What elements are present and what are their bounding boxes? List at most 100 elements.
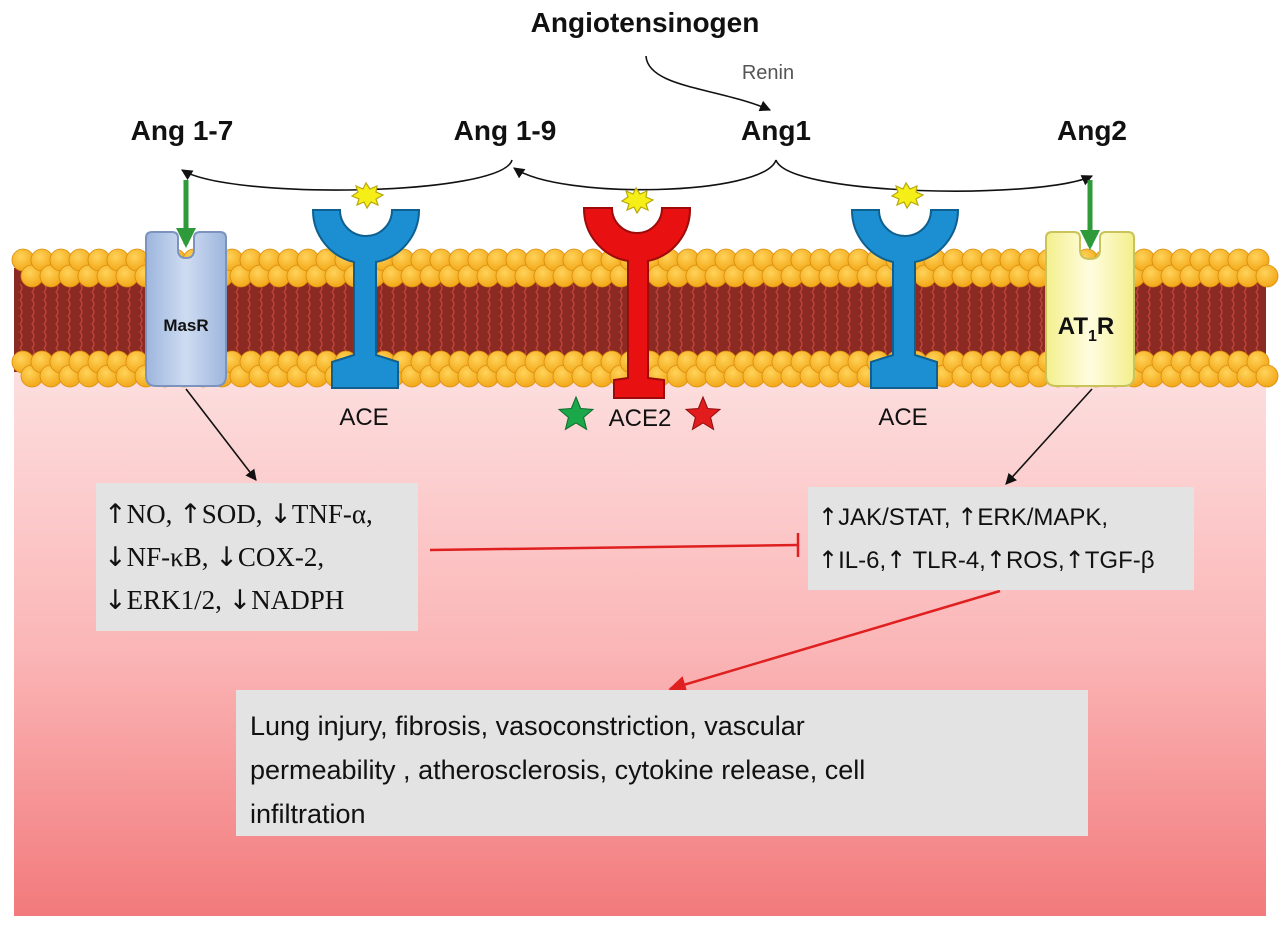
lipid-tail — [55, 283, 59, 357]
outcome-box: Lung injury, fibrosis, vasoconstriction,… — [236, 690, 1088, 836]
lipid-tail — [463, 283, 467, 357]
angiotensinogen-label: Angiotensinogen — [531, 7, 760, 38]
lipid-tail — [667, 283, 671, 357]
up-arrow-icon: ↑ — [1064, 546, 1085, 574]
down-arrow-icon: ↓ — [104, 542, 127, 573]
lipid-tail — [799, 283, 803, 357]
lipid-tail — [379, 283, 383, 357]
lipid-tail — [1135, 283, 1139, 357]
lipid-tail — [451, 283, 455, 357]
lipid-tail — [487, 283, 491, 357]
ace-left-label: ACE — [339, 404, 388, 431]
ace-right-enzyme: ACE — [850, 209, 960, 431]
lipid-tail — [475, 283, 479, 357]
masr-effect-item: COX-2, — [237, 542, 325, 572]
lipid-tail — [1027, 283, 1031, 357]
ang1-to-ang2-arrow — [775, 159, 1094, 192]
lipid-tail — [547, 283, 551, 357]
lipid-tail — [655, 283, 659, 357]
lipid-tail — [139, 283, 143, 357]
ang19-to-ang17-arrow — [181, 159, 513, 191]
lipid-tail — [691, 283, 695, 357]
masr-effect-line: ↓ERK1/2, ↓NADPH — [104, 579, 418, 622]
cleavage-spark-icon — [890, 181, 925, 210]
lipid-head — [1255, 264, 1279, 288]
lipid-tail — [1219, 283, 1223, 357]
lipid-tail — [67, 283, 71, 357]
masr-effect-item: ERK1/2, — [126, 585, 229, 615]
at1r-effect-line: ↑JAK/STAT, ↑ERK/MAPK, — [818, 496, 1194, 539]
lipid-tail — [751, 283, 755, 357]
lipid-tail — [1243, 283, 1247, 357]
lipid-tail — [79, 283, 83, 357]
lipid-tail — [103, 283, 107, 357]
lipid-head — [1255, 364, 1279, 388]
lipid-tail — [1147, 283, 1151, 357]
up-arrow-icon: ↑ — [818, 503, 839, 531]
lipid-tail — [679, 283, 683, 357]
lipid-tail — [559, 283, 563, 357]
at1r-receptor: AT1R — [1045, 231, 1135, 387]
lipid-tail — [91, 283, 95, 357]
lipid-tail — [1183, 283, 1187, 357]
lipid-tail — [571, 283, 575, 357]
up-arrow-icon: ↑ — [818, 546, 839, 574]
lipid-tail — [1231, 283, 1235, 357]
lipid-tail — [127, 283, 131, 357]
ang2-label: Ang2 — [1057, 115, 1127, 146]
ace2-enzyme: ACE2 — [582, 207, 692, 432]
lipid-tail — [535, 283, 539, 357]
down-arrow-icon: ↓ — [269, 499, 292, 530]
lipid-tail — [943, 283, 947, 357]
lipid-tail — [715, 283, 719, 357]
at1r-effect-item: ROS, — [1005, 547, 1065, 574]
lipid-tail — [835, 283, 839, 357]
cleavage-spark-icon — [620, 186, 655, 215]
at1r-effect-item: TLR-4, — [906, 547, 986, 574]
lipid-tail — [415, 283, 419, 357]
lipid-tail — [235, 283, 239, 357]
ace-left-enzyme: ACE — [311, 209, 421, 431]
outcome-line: permeability , atherosclerosis, cytokine… — [250, 755, 866, 785]
masr-effect-item: TNF-α, — [291, 499, 373, 529]
masr-effect-item: NO, — [126, 499, 180, 529]
inhibition-line — [429, 543, 799, 552]
masr-receptor: MasR — [145, 231, 227, 387]
ang1-to-ang19-arrow — [513, 159, 777, 191]
masr-effect-item: NADPH — [251, 585, 345, 615]
lipid-tail — [19, 283, 23, 357]
lipid-tail — [403, 283, 407, 357]
lipid-tail — [1195, 283, 1199, 357]
at1r-label: AT1R — [1058, 313, 1114, 345]
at1r-effect-item: TGF-β — [1084, 547, 1155, 574]
cleavage-spark-icon — [350, 181, 385, 210]
lipid-tail — [391, 283, 395, 357]
lipid-tail — [883, 283, 887, 357]
red-star-icon — [684, 395, 722, 431]
lipid-tail — [283, 283, 287, 357]
lipid-tail — [739, 283, 743, 357]
lipid-tail — [499, 283, 503, 357]
lipid-tail — [511, 283, 515, 357]
up-arrow-icon: ↑ — [957, 503, 978, 531]
lipid-tail — [811, 283, 815, 357]
masr-signal-arrow — [185, 388, 257, 481]
lipid-tail — [343, 283, 347, 357]
lipid-tail — [43, 283, 47, 357]
masr-effect-line: ↑NO, ↑SOD, ↓TNF-α, — [104, 493, 418, 536]
lipid-tail — [1207, 283, 1211, 357]
up-arrow-icon: ↑ — [104, 499, 127, 530]
lipid-tail — [619, 283, 623, 357]
up-arrow-icon: ↑ — [886, 546, 907, 574]
green-star-icon — [557, 395, 595, 431]
masr-effect-item: SOD, — [201, 499, 270, 529]
masr-effect-line: ↓NF-κB, ↓COX-2, — [104, 536, 418, 579]
at1r-signal-arrow — [1005, 388, 1093, 485]
ang1-label: Ang1 — [741, 115, 811, 146]
lipid-tail — [523, 283, 527, 357]
at1r-effects-box: ↑JAK/STAT, ↑ERK/MAPK,↑IL-6,↑ TLR-4,↑ROS,… — [808, 487, 1194, 590]
lipid-tail — [583, 283, 587, 357]
ang17-label: Ang 1-7 — [131, 115, 234, 146]
masr-label: MasR — [163, 316, 208, 335]
